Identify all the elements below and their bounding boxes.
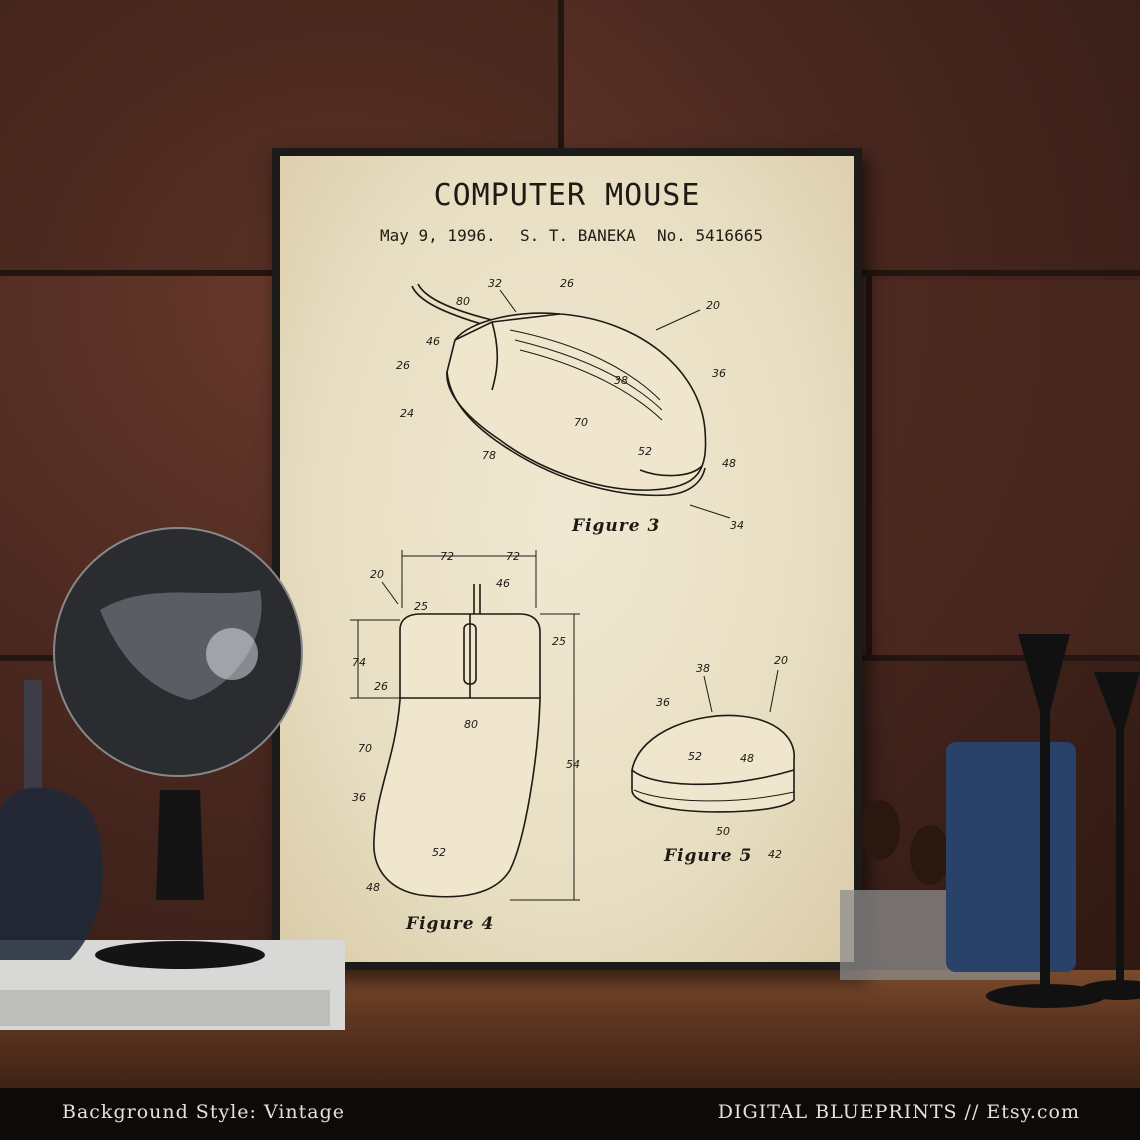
svg-text:38: 38 xyxy=(614,374,628,387)
poster-inventor: S. T. BANEKA xyxy=(520,226,636,245)
svg-text:38: 38 xyxy=(696,662,710,675)
svg-text:32: 32 xyxy=(488,277,502,290)
svg-text:26: 26 xyxy=(396,359,410,372)
figure-5-label: Figure 5 xyxy=(664,846,753,866)
glass-flask-decor xyxy=(0,680,104,960)
svg-text:46: 46 xyxy=(426,335,440,348)
blue-jar-decor xyxy=(946,742,1076,972)
svg-text:70: 70 xyxy=(574,416,588,429)
poster-date: May 9, 1996. xyxy=(380,226,496,245)
svg-text:78: 78 xyxy=(482,449,496,462)
svg-text:52: 52 xyxy=(638,445,652,458)
reference-numerals: 32 26 20 80 46 26 38 36 24 70 78 52 48 3… xyxy=(352,277,788,894)
figure-5-drawing xyxy=(631,714,795,813)
candle-holders-decor xyxy=(986,634,1140,1008)
svg-text:70: 70 xyxy=(358,742,372,755)
poster-number: No. 5416665 xyxy=(657,226,763,245)
svg-text:48: 48 xyxy=(366,881,380,894)
svg-text:25: 25 xyxy=(552,635,566,648)
svg-text:48: 48 xyxy=(740,752,754,765)
svg-text:50: 50 xyxy=(716,825,730,838)
svg-text:72: 72 xyxy=(440,550,454,563)
svg-text:20: 20 xyxy=(774,654,788,667)
svg-text:26: 26 xyxy=(560,277,574,290)
figure-3-drawing xyxy=(411,283,707,497)
wall-seam xyxy=(558,0,564,270)
svg-text:52: 52 xyxy=(688,750,702,763)
svg-text:34: 34 xyxy=(730,519,744,532)
svg-text:52: 52 xyxy=(432,846,446,859)
svg-text:20: 20 xyxy=(706,299,720,312)
svg-text:46: 46 xyxy=(496,577,510,590)
svg-text:26: 26 xyxy=(374,680,388,693)
svg-text:20: 20 xyxy=(370,568,384,581)
svg-text:36: 36 xyxy=(352,791,366,804)
svg-text:24: 24 xyxy=(400,407,414,420)
footer-bar xyxy=(0,1088,1140,1140)
figure-4-label: Figure 4 xyxy=(406,914,495,934)
svg-text:72: 72 xyxy=(506,550,520,563)
figure-4-drawing xyxy=(350,550,580,901)
svg-text:42: 42 xyxy=(768,848,782,861)
wall-panel-shade xyxy=(870,280,1140,660)
footer-brand: DIGITAL BLUEPRINTS // Etsy.com xyxy=(717,1101,1080,1123)
svg-text:36: 36 xyxy=(712,367,726,380)
svg-text:25: 25 xyxy=(414,600,428,613)
poster-title: COMPUTER MOUSE xyxy=(433,178,701,213)
svg-text:80: 80 xyxy=(464,718,478,731)
figure-3-label: Figure 3 xyxy=(572,516,661,536)
svg-text:36: 36 xyxy=(656,696,670,709)
svg-text:80: 80 xyxy=(456,295,470,308)
wall-seam xyxy=(866,276,872,656)
svg-text:48: 48 xyxy=(722,457,736,470)
svg-text:54: 54 xyxy=(566,758,580,771)
footer-background-style: Background Style: Vintage xyxy=(62,1101,346,1123)
svg-text:74: 74 xyxy=(352,656,366,669)
